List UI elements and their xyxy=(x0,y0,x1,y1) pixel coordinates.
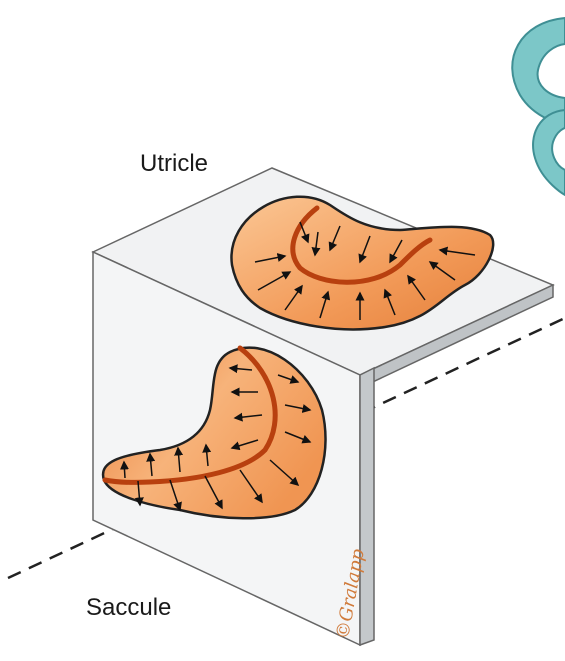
arrow-icon xyxy=(124,462,125,478)
utricle-label: Utricle xyxy=(140,150,208,178)
saccule-label: Saccule xyxy=(86,594,171,622)
semicircular-canal-icon xyxy=(512,18,565,195)
